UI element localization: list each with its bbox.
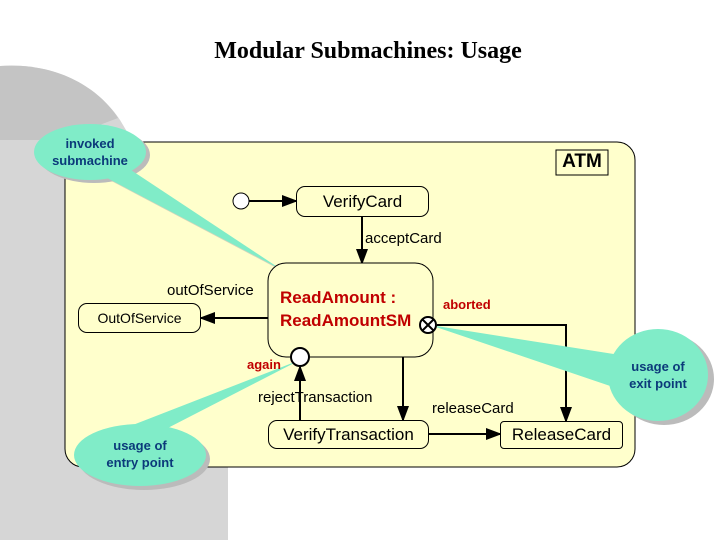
callout-line: exit point [629,376,687,391]
exit-callout-tail [430,325,622,390]
state-out-of-service[interactable]: OutOfService [78,303,201,333]
callout-line: submachine [52,153,128,168]
entry-callout-tail [120,360,300,432]
page-title: Modular Submachines: Usage [214,38,522,64]
exit-callout-bubble [608,329,708,421]
initial-state [232,192,250,210]
entry-point-label: again [247,357,281,372]
read-amount-name[interactable]: ReadAmount : [280,288,397,307]
callout-entry-point: usage of entry point [80,437,200,471]
state-verify-transaction[interactable]: VerifyTransaction [268,420,429,449]
callout-line: entry point [106,455,174,470]
invoked-callout-bubble [34,124,146,180]
callout-line: usage of [113,438,167,453]
transition-out-of-service: outOfService [167,282,254,299]
transition-release-card: releaseCard [432,400,514,417]
callout-exit-point: usage of exit point [608,358,708,392]
transition-reject-transaction: rejectTransaction [258,389,373,406]
read-amount-submachine[interactable]: ReadAmountSM [280,311,412,330]
callout-invoked-submachine: invoked submachine [34,135,146,169]
callout-line: usage of [631,359,685,374]
exit-point-label: aborted [443,297,491,312]
callout-line: invoked [65,136,115,151]
transition-accept-card: acceptCard [365,230,442,247]
atm-label-box [555,149,609,176]
machine-name: ATM [562,151,602,172]
state-verify-card[interactable]: VerifyCard [296,186,429,217]
entry-callout-bubble [74,424,206,486]
read-amount-state [267,262,434,358]
entry-point [290,347,310,367]
state-release-card[interactable]: ReleaseCard [500,421,623,449]
invoked-callout-tail [88,164,282,270]
